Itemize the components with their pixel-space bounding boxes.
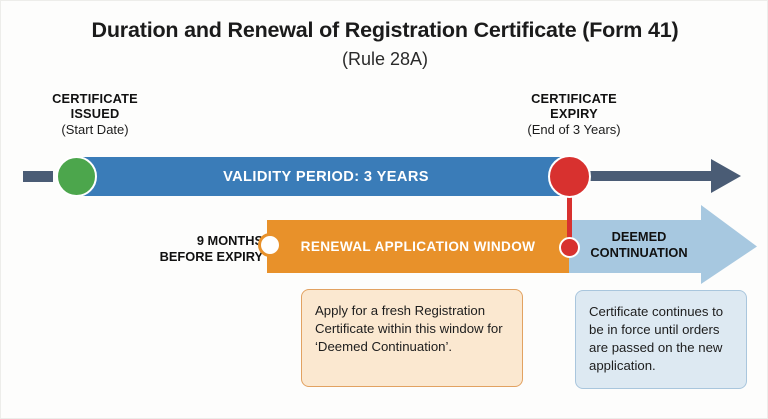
expiry-junction-node-icon [559, 237, 580, 258]
deemed-continuation-line1: DEEMED [611, 229, 667, 244]
renewal-note-box: Apply for a fresh Registration Certifica… [301, 289, 523, 387]
certificate-expiry-line2: EXPIRY [550, 106, 598, 122]
certificate-expiry-line1: CERTIFICATE [531, 91, 617, 106]
certificate-issued-sublabel: (Start Date) [61, 122, 129, 138]
deemed-continuation-label: DEEMED CONTINUATION [577, 229, 701, 260]
certificate-expiry-sublabel: (End of 3 Years) [527, 122, 621, 138]
nine-months-line1: 9 MONTHS [196, 233, 263, 248]
deemed-continuation-line2: CONTINUATION [590, 244, 688, 260]
renewal-window-start-node-icon [258, 233, 282, 257]
renewal-application-window-bar: RENEWAL APPLICATION WINDOW [267, 220, 569, 273]
expiry-date-node-icon [548, 155, 591, 198]
expiry-connector-line [567, 191, 572, 247]
certificate-issued-line2: ISSUED [70, 106, 120, 122]
start-date-node-icon [56, 156, 97, 197]
renewal-window-bar-label: RENEWAL APPLICATION WINDOW [300, 239, 536, 254]
validity-period-bar-label: VALIDITY PERIOD: 3 YEARS [223, 168, 429, 185]
page-title: Duration and Renewal of Registration Cer… [91, 18, 679, 42]
page-subtitle: (Rule 28A) [341, 49, 429, 69]
deemed-continuation-arrow-icon [567, 205, 759, 288]
timeline-start-stub [23, 171, 53, 182]
certificate-expiry-label: CERTIFICATE EXPIRY (End of 3 Years) [479, 91, 669, 138]
validity-period-bar: VALIDITY PERIOD: 3 YEARS [75, 157, 577, 196]
nine-months-line2: BEFORE EXPIRY [159, 248, 263, 264]
timeline-continuation-arrow-icon [589, 153, 743, 199]
certificate-issued-label: CERTIFICATE ISSUED (Start Date) [1, 91, 189, 138]
deemed-continuation-note-box: Certificate continues to be in force unt… [575, 290, 747, 389]
nine-months-before-expiry-label: 9 MONTHS BEFORE EXPIRY [119, 233, 263, 264]
certificate-issued-line1: CERTIFICATE [52, 91, 138, 106]
